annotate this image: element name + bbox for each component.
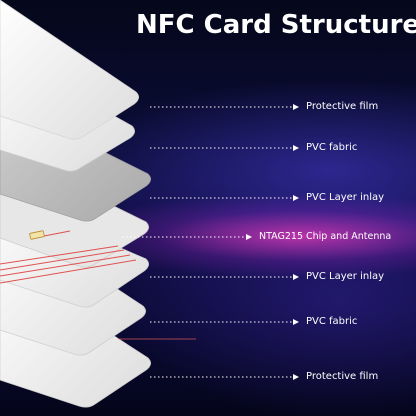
diagram-title: NFC Card Structure [136, 10, 416, 40]
chip-icon [29, 230, 45, 240]
layer-label-pvc-fabric-bottom: PVC fabric [306, 316, 358, 327]
arrow-icon-3 [293, 195, 299, 201]
layer-label-chip-antenna: NTAG215 Chip and Antenna [259, 231, 392, 242]
antenna-traces [0, 230, 137, 284]
layer-label-pvc-inlay-bottom: PVC Layer inlay [306, 271, 385, 282]
layer-label-pvc-fabric-top: PVC fabric [306, 142, 358, 153]
layer-1-sheet [0, 0, 139, 140]
arrow-icon-5 [293, 274, 299, 280]
layer-label-protective-film-top: Protective film [306, 101, 379, 112]
layer-label-pvc-inlay-top: PVC Layer inlay [306, 192, 385, 203]
arrow-icon-2 [293, 145, 299, 151]
arrow-icon-6 [293, 319, 299, 325]
arrow-icon-4 [246, 234, 252, 240]
arrow-icon-7 [293, 374, 299, 380]
layer-label-protective-film-bottom: Protective film [306, 371, 379, 382]
arrow-icon-1 [293, 104, 299, 110]
